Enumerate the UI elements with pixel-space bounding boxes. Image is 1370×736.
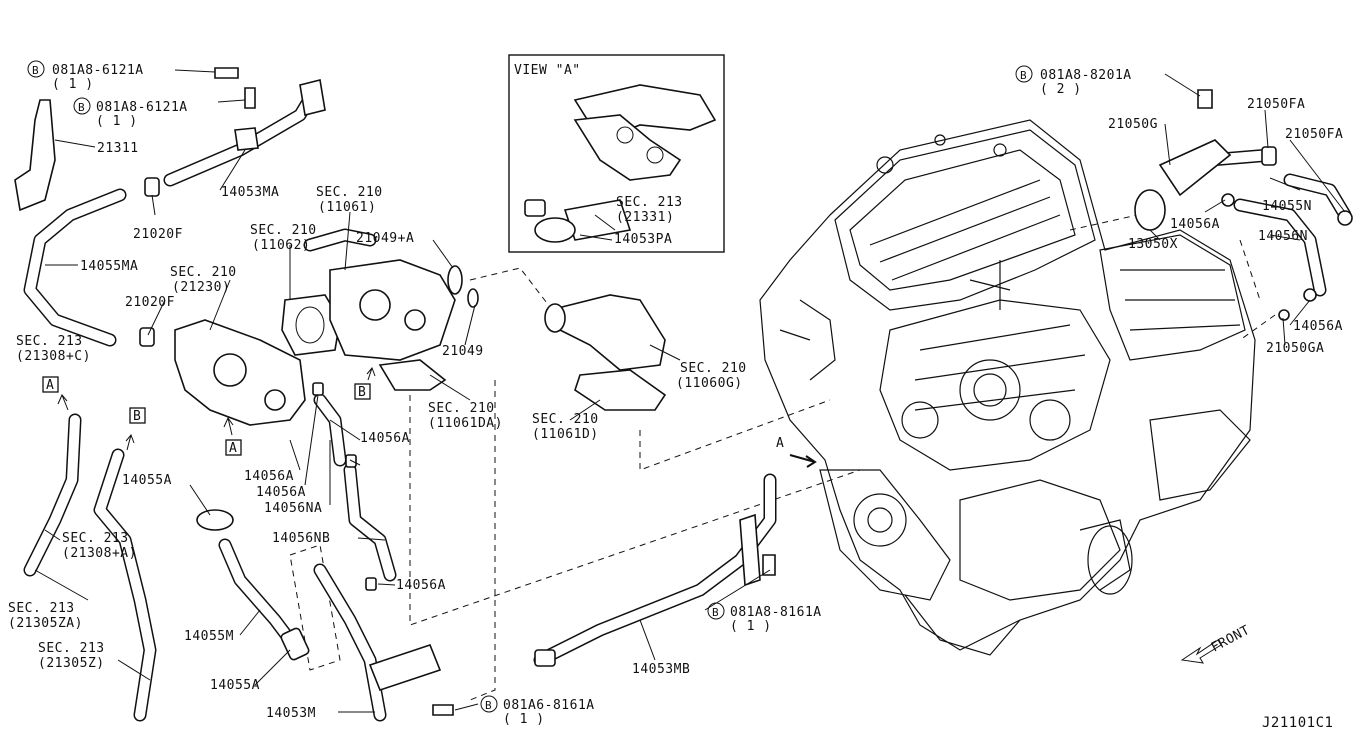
label-14055N: 14055N [1262,199,1312,214]
callout-081A6-8161A: 081A6-8161A [503,698,595,713]
label-14055A-1: 14055A [122,473,172,488]
label-14056A-5: 14056A [1170,217,1220,232]
label-sec213-21308C-a: SEC. 213 [16,334,83,349]
label-sec213-21305Z-a: SEC. 213 [38,641,105,656]
label-21049A: 21049+A [356,231,414,246]
bolt-symbol-3: B [1020,69,1027,82]
label-sec210-11061-b: (11061) [318,200,376,215]
marker-a-2: A [229,441,237,456]
label-sec210-21230-b: (21230) [172,280,230,295]
label-sec213-21308A-a: SEC. 213 [62,531,129,546]
arrow-a-housing [223,416,234,436]
arrow-b-left [125,434,135,451]
front-label: FRONT [1209,623,1253,656]
callout-qty-2: ( 1 ) [96,114,138,129]
label-14056N: 14056N [1258,229,1308,244]
arrow-b-outlet [366,367,376,381]
front-arrow [1180,639,1222,664]
bolt-symbol-2: B [78,101,85,114]
arrow-a-left [57,394,69,411]
label-sec210-11061D-a: SEC. 210 [532,412,599,427]
marker-b-2: B [358,385,366,400]
label-21311: 21311 [97,141,139,156]
label-14056NA: 14056NA [264,501,322,516]
label-sec213-21305ZA-b: (21305ZA) [8,616,83,631]
label-21050FA-2: 21050FA [1285,127,1343,142]
components [14,67,1353,716]
diagram-id: J21101C1 [1262,715,1333,731]
label-14053M: 14053M [266,706,316,721]
label-sec210-11061-a: SEC. 210 [316,185,383,200]
label-sec213-21305Z-b: (21305Z) [38,656,105,671]
label-sec210-11060G-a: SEC. 210 [680,361,747,376]
leader-lines [34,69,1346,713]
label-sec210-11061DA-a: SEC. 210 [428,401,495,416]
label-sec213-21331-b: (21331) [616,210,674,225]
label-14056NB: 14056NB [272,531,330,546]
label-sec210-11061D-b: (11061D) [532,427,599,442]
callout-qty-1: ( 1 ) [52,77,94,92]
callout-qty-4: ( 1 ) [730,619,772,634]
label-14056A-6: 14056A [1293,319,1343,334]
label-21050GA: 21050GA [1266,341,1324,356]
label-sec210-21230-a: SEC. 210 [170,265,237,280]
label-14053MB: 14053MB [632,662,690,677]
label-sec213-21331-a: SEC. 213 [616,195,683,210]
label-14056A-3: 14056A [256,485,306,500]
bolt-symbol-4: B [712,606,719,619]
marker-a-1: A [46,378,54,393]
label-21020F-a: 21020F [133,227,183,242]
label-21020F-b: 21020F [125,295,175,310]
callout-081A8-6121A-2: 081A8-6121A [96,100,188,115]
label-sec213-21308C-b: (21308+C) [16,349,91,364]
label-14056A-1: 14056A [360,431,410,446]
part-labels: 21311 14053MA 21020F 14055MA 21020F SEC.… [8,97,1343,731]
label-14055MA: 14055MA [80,259,138,274]
hoses [23,83,1352,722]
callout-081A8-8201A: 081A8-8201A [1040,68,1132,83]
bolt-symbol-5: B [485,699,492,712]
callout-qty-3: ( 2 ) [1040,82,1082,97]
engine-block [759,119,1256,656]
label-14056A-4: 14056A [396,578,446,593]
arrow-a-view [789,454,817,468]
view-a-arrow-label: A [776,436,784,451]
view-a-title: VIEW "A" [514,63,581,78]
label-21050G: 21050G [1108,117,1158,132]
label-14053MA: 14053MA [221,185,279,200]
view-a-inset: VIEW "A" [508,54,725,253]
label-sec213-21305ZA-a: SEC. 213 [8,601,75,616]
label-sec210-11062-b: (11062) [252,238,310,253]
dashed-guides [289,209,1276,701]
label-14056A-2: 14056A [244,469,294,484]
callout-081A8-8161A: 081A8-8161A [730,605,822,620]
label-sec210-11062-a: SEC. 210 [250,223,317,238]
bolt-callouts: B 081A8-6121A ( 1 ) B 081A8-6121A ( 1 ) … [27,60,1132,727]
label-14055A-2: 14055A [210,678,260,693]
label-14055M: 14055M [184,629,234,644]
label-21049: 21049 [442,344,484,359]
label-21050FA-1: 21050FA [1247,97,1305,112]
bolt-symbol-1: B [32,64,39,77]
label-14053PA: 14053PA [614,232,672,247]
marker-b-1: B [133,409,141,424]
label-sec213-21308A-b: (21308+A) [62,546,137,561]
label-13050X: 13050X [1128,237,1178,252]
label-sec210-11060G-b: (11060G) [676,376,743,391]
reference-markers: A A B B A [42,376,784,456]
callout-081A8-6121A-1: 081A8-6121A [52,63,144,78]
callout-qty-5: ( 1 ) [503,712,545,727]
label-sec210-11061DA-b: (11061DA) [428,416,503,431]
